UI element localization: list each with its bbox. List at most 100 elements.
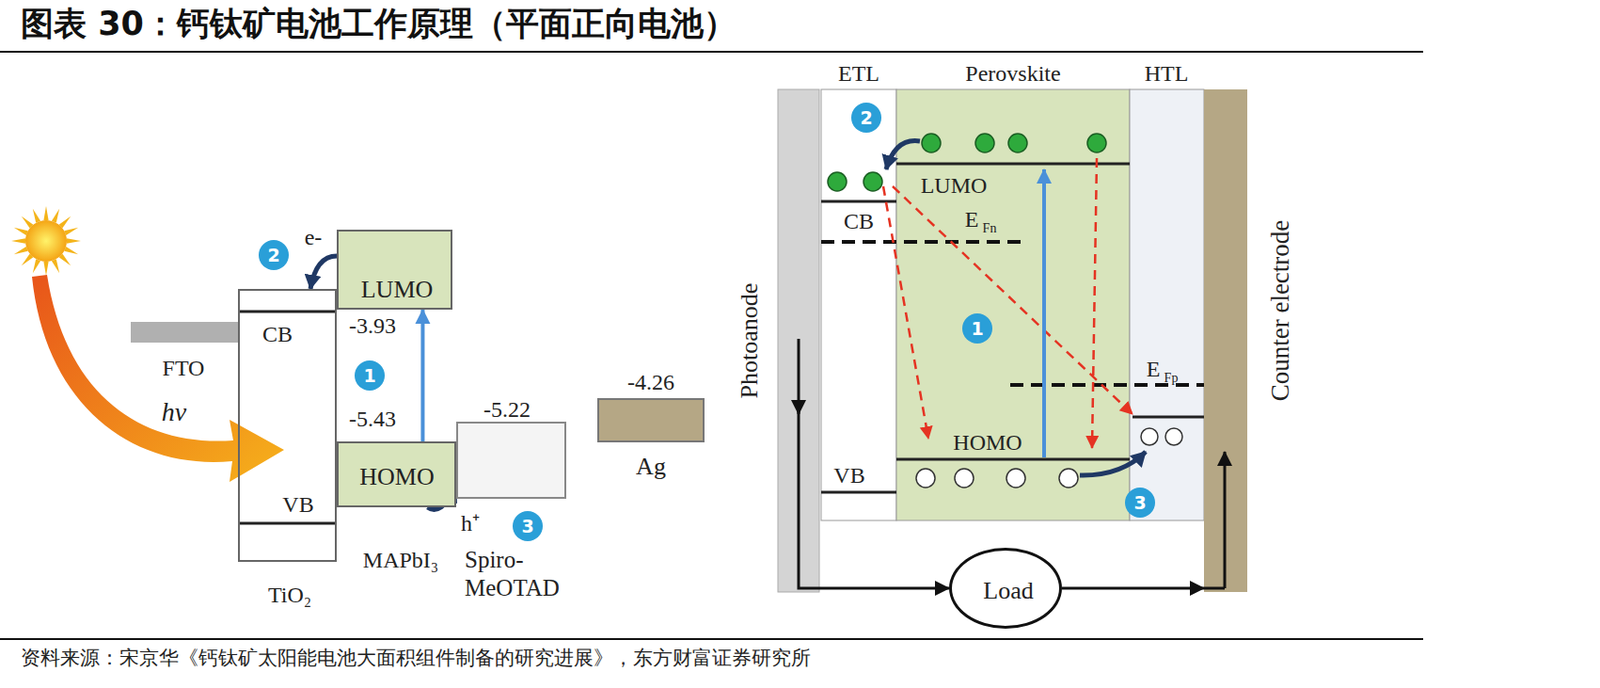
electrons-part — [863, 172, 883, 191]
connector-arrow — [310, 255, 337, 289]
text-label: -5.43 — [348, 406, 397, 431]
node-label: ETL — [838, 61, 880, 86]
device-layers-part — [821, 89, 897, 521]
source-caption: 资料来源：宋京华《钙钛矿太阳能电池大面积组件制备的研究进展》，东方财富证券研究所 — [20, 647, 811, 669]
energy-levels-part — [896, 458, 1130, 461]
rule-lines — [0, 51, 1424, 639]
sun — [11, 205, 81, 276]
ag-electrode: -4.26Ag — [597, 397, 705, 443]
recombination-arrows-part — [1092, 158, 1097, 448]
band-lines — [237, 311, 337, 523]
counter-electrode: Counter electrode — [1203, 89, 1248, 592]
circuit-wire — [798, 338, 1225, 588]
fermi-levels — [821, 241, 1204, 385]
sun-part — [25, 220, 67, 262]
node-label: Spiro- MeOTAD — [464, 545, 592, 602]
transfer-arrows-part — [886, 141, 920, 170]
sun-part — [32, 258, 41, 273]
tio2-box: CBVBTiO₂ — [237, 288, 337, 562]
circuit-wire-part — [798, 410, 820, 588]
rule-lines-part — [0, 50, 1424, 53]
node-label: FTO — [162, 355, 206, 381]
node-label: VB — [833, 462, 865, 488]
node-label: LUMO — [361, 276, 434, 304]
electrons-part — [827, 172, 847, 191]
node-label: CB — [262, 321, 293, 347]
text-label: e- — [304, 224, 323, 250]
electrons-part — [921, 133, 941, 153]
circuit-wire-part — [797, 338, 801, 414]
callout-number: 2 — [851, 102, 882, 133]
device-layers-part — [777, 89, 820, 592]
callout-number: 2 — [258, 239, 289, 270]
recombination-arrows-part — [883, 186, 929, 439]
light-arrow — [31, 274, 285, 482]
text-label: h⁺ — [460, 510, 480, 536]
rule-lines-part — [0, 637, 1424, 640]
text-label: E — [1146, 356, 1161, 381]
spiro-box: -5.22Spiro- MeOTAD — [456, 421, 567, 499]
text-label: Fp — [1164, 370, 1179, 385]
node-label: TiO₂ — [268, 582, 312, 607]
holes-part — [916, 468, 935, 488]
sun-part — [43, 261, 48, 276]
photoanode: Photoanode — [777, 89, 820, 592]
lumo-box: LUMO — [336, 229, 453, 310]
fto-layer: FTO — [130, 321, 238, 343]
callout-number: 1 — [962, 313, 993, 344]
holes-part — [1059, 468, 1078, 488]
electrons-part — [1008, 133, 1028, 153]
sun-part — [66, 237, 81, 243]
transfer-arrows-part — [1042, 169, 1046, 458]
holes — [916, 427, 1183, 488]
homo-box: HOMO — [336, 441, 457, 507]
band-lines-part — [237, 310, 337, 314]
perovskite-layer: PerovskiteLUMOHOMO — [896, 89, 1130, 521]
htl-layer: HTL — [1129, 89, 1204, 521]
text-label: MAPbI₃ — [363, 547, 439, 572]
node-label: CB — [843, 208, 874, 234]
node-label: Ag — [635, 453, 666, 481]
node-label: LUMO — [920, 173, 988, 198]
etl-layer: ETLCBVB — [821, 89, 897, 521]
device-layers-part — [896, 89, 1130, 521]
circuit-wire-part — [1223, 451, 1227, 588]
sun-part — [63, 227, 79, 236]
sun-part — [51, 258, 60, 273]
energy-levels-part — [896, 162, 1130, 166]
node-label: VB — [282, 491, 314, 517]
holes-part — [1140, 427, 1158, 445]
sun-part — [11, 237, 26, 243]
recombination-arrows-part — [892, 186, 1133, 414]
energy-levels-part — [821, 491, 897, 494]
device-layers-part — [1203, 89, 1248, 592]
node-label: HOMO — [952, 429, 1022, 455]
circuit-wire-part — [1203, 586, 1225, 590]
holes-part — [954, 468, 974, 488]
holes-part — [1006, 468, 1026, 488]
holes-part — [1165, 427, 1183, 445]
node-label: -5.22 — [483, 396, 531, 422]
connector-arrow — [420, 309, 425, 442]
text-label: Fn — [982, 221, 998, 236]
text-label: hν — [161, 397, 187, 428]
text-label: -3.93 — [348, 313, 397, 338]
sun-part — [43, 205, 48, 221]
node-label: HOMO — [359, 463, 434, 492]
electrons-part — [975, 133, 995, 153]
node-label: Counter electrode — [1267, 220, 1296, 402]
sun-part — [14, 227, 29, 236]
device-layers — [777, 89, 1248, 592]
transfer-arrows — [886, 141, 1146, 476]
sun-part — [14, 246, 29, 254]
energy-levels — [821, 163, 1204, 492]
figure-title: 图表 30：钙钛矿电池工作原理（平面正向电池） — [20, 5, 737, 43]
callout-number: 3 — [1124, 487, 1156, 518]
node-label: HTL — [1144, 61, 1189, 86]
sun-part — [32, 208, 41, 223]
node-label: Load — [982, 577, 1033, 605]
recombination-arrows — [883, 158, 1133, 448]
node-label: Perovskite — [965, 61, 1061, 86]
